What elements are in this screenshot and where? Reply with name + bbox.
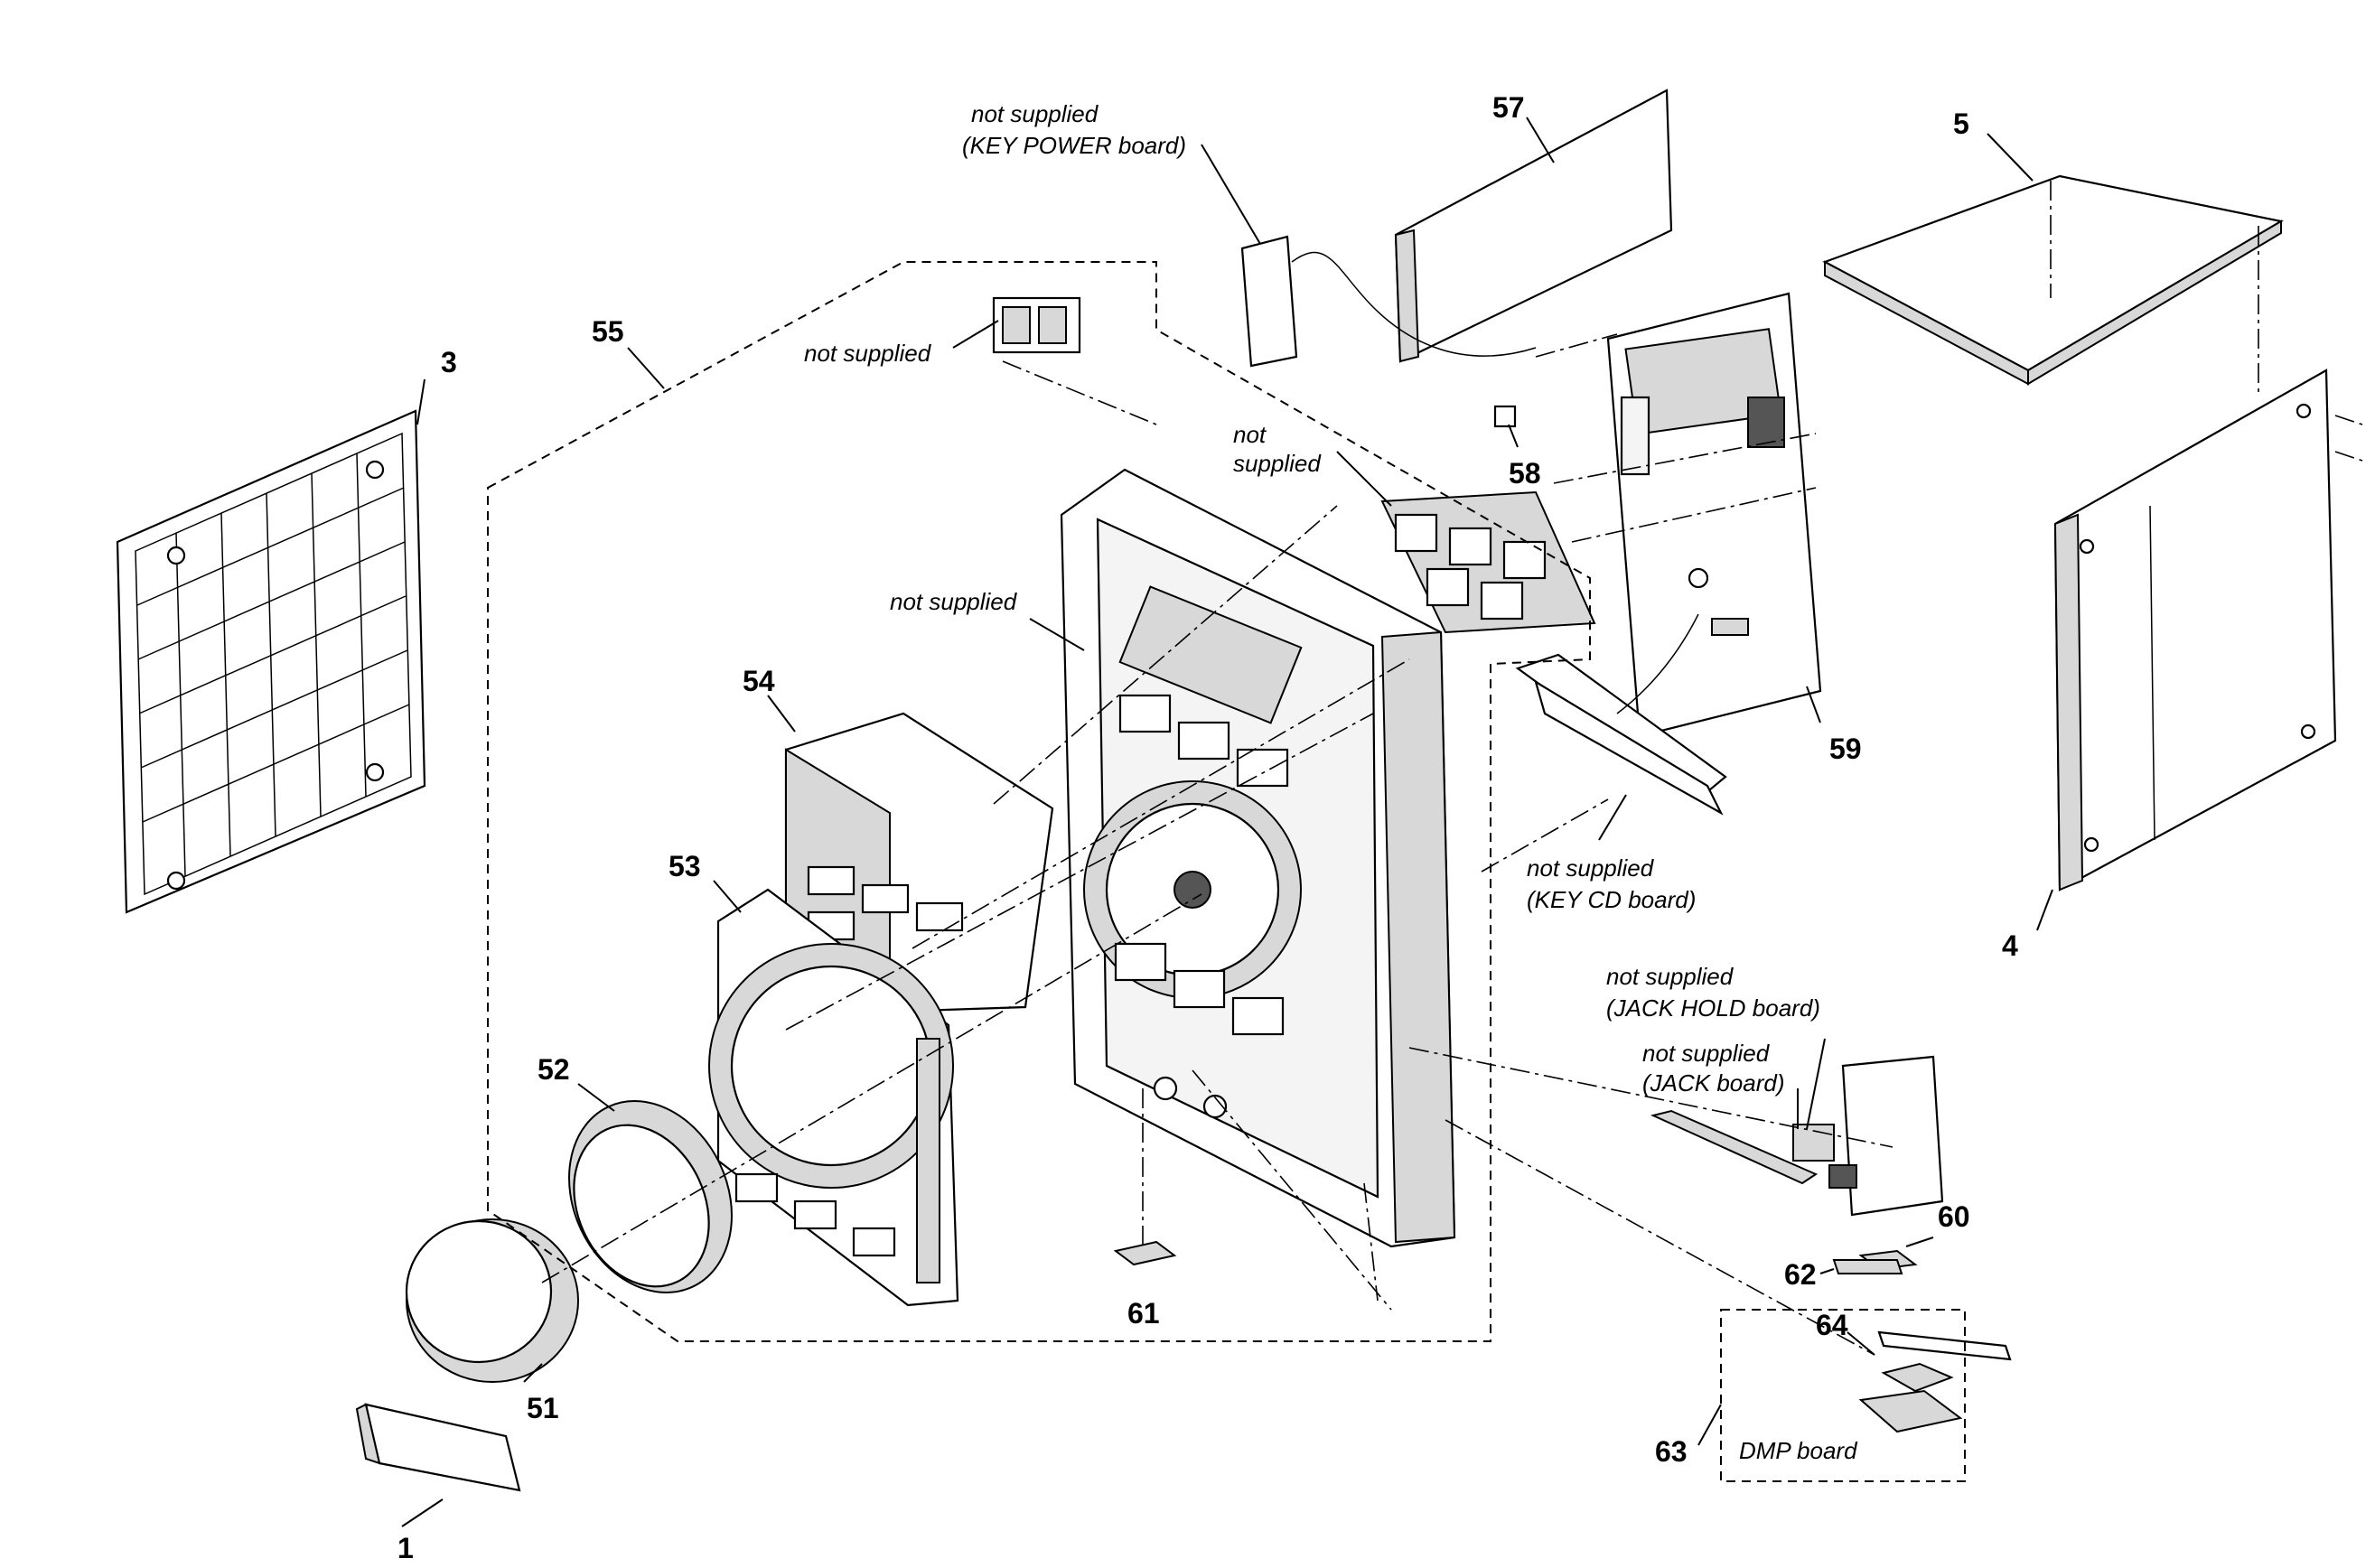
part-4-side-panel <box>2036 369 2363 931</box>
note-key-power-line2: (KEY POWER board) <box>962 132 1186 159</box>
part-number-64: 64 <box>1816 1309 1848 1341</box>
part-number-5: 5 <box>1953 107 1969 140</box>
note-dmp-board: DMP board <box>1739 1437 1858 1464</box>
group-63-outline <box>1720 1309 1966 1482</box>
part-53-front-bezel <box>708 880 959 1307</box>
note-key-power-line1: not supplied <box>971 100 1099 127</box>
group-55-leader <box>627 347 665 389</box>
note-not-supplied-left: not supplied <box>804 340 932 367</box>
note-jack-hold-line2: (JACK HOLD board) <box>1606 994 1820 1022</box>
note-key-cd-line2: (KEY CD board) <box>1527 886 1696 913</box>
part-1-trim <box>355 1403 521 1527</box>
part-number-60: 60 <box>1938 1200 1970 1233</box>
jack-hold-board <box>1408 1038 1944 1217</box>
part-number-62: 62 <box>1784 1258 1817 1291</box>
part-57-sheet <box>1394 89 1673 363</box>
part-59-main-board <box>1535 292 1822 738</box>
group-55-outline <box>487 261 1591 1342</box>
note-key-cd-line1: not supplied <box>1527 854 1655 882</box>
part-54-display-panel <box>767 695 1054 1014</box>
part-number-55: 55 <box>592 315 624 348</box>
note-jack-line2: (JACK board) <box>1642 1069 1785 1097</box>
part-58-clip <box>1493 405 1519 448</box>
front-panel-frame <box>1029 468 1456 1248</box>
part-number-61: 61 <box>1127 1297 1160 1330</box>
dmp-board-assembly <box>1445 1119 2012 1433</box>
group-63-leader <box>1697 1404 1722 1446</box>
part-number-1: 1 <box>397 1532 414 1564</box>
small-connector <box>952 296 1157 425</box>
part-number-59: 59 <box>1829 733 1862 765</box>
part-number-51: 51 <box>527 1392 559 1424</box>
part-number-58: 58 <box>1509 457 1541 490</box>
part-61-pad <box>1113 1088 1177 1266</box>
note-not-supplied-front: not supplied <box>890 588 1018 615</box>
part-number-3: 3 <box>441 346 457 378</box>
guide-lines <box>541 505 1410 1311</box>
note-jack-line1: not supplied <box>1642 1040 1771 1067</box>
part-number-53: 53 <box>669 850 701 882</box>
part-5-top-cover <box>1822 133 2285 397</box>
key-cd-board <box>1481 613 1727 873</box>
key-power-board <box>1201 144 1537 368</box>
part-number-57: 57 <box>1492 91 1525 124</box>
part-51-knob <box>405 1218 579 1383</box>
part-number-52: 52 <box>538 1053 570 1086</box>
part-number-4: 4 <box>2002 929 2018 962</box>
part-number-54: 54 <box>743 665 775 697</box>
note-not-line1: not <box>1233 421 1267 448</box>
part-3-grille <box>116 378 426 914</box>
button-strip <box>1336 451 1596 634</box>
part-52-ring <box>568 1083 733 1293</box>
part-number-63: 63 <box>1655 1435 1688 1468</box>
note-supplied-line2: supplied <box>1233 450 1322 477</box>
note-jack-hold-line1: not supplied <box>1606 963 1734 990</box>
